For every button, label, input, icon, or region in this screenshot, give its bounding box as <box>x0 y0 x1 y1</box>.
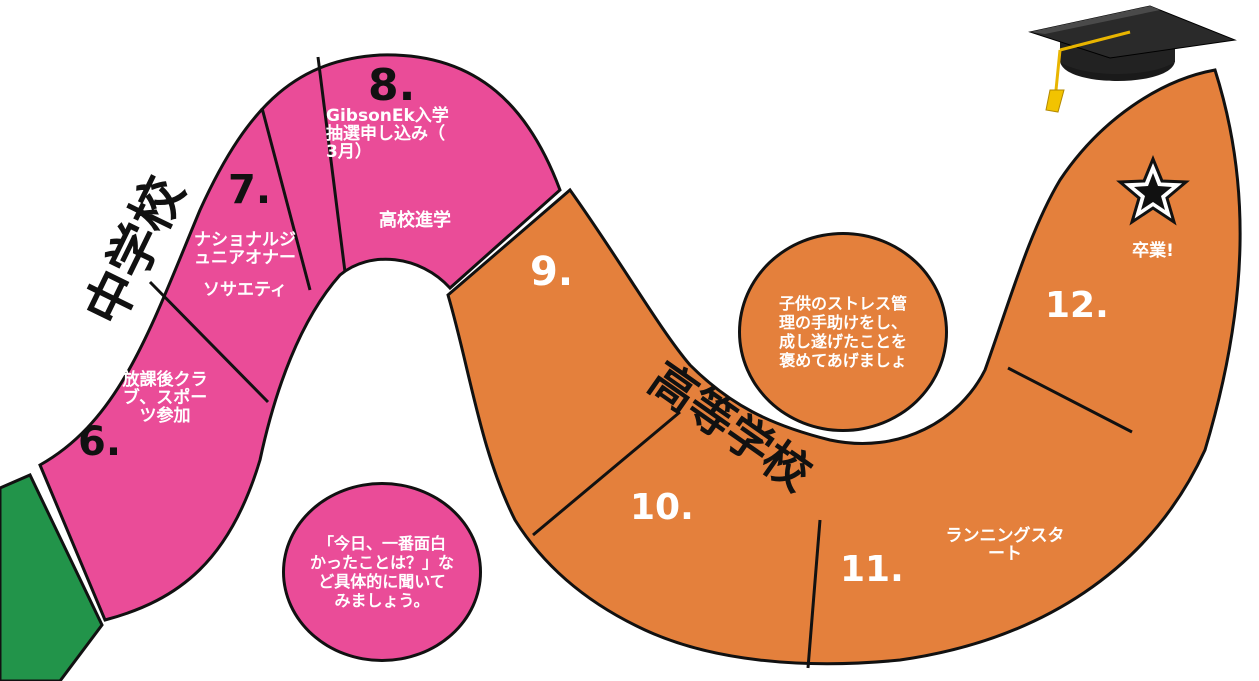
step-12-number: 12. <box>1045 285 1109 326</box>
step-divider <box>148 280 270 404</box>
middle-school-road <box>38 53 562 622</box>
step-9-number: 9. <box>530 249 574 295</box>
step-7-label: ナショナルジュニアオナー ソサエティ <box>194 230 296 300</box>
step-8-sublabel: 高校進学 <box>379 210 451 231</box>
step-divider <box>260 107 312 291</box>
step-divider <box>1007 366 1133 434</box>
start-segment <box>0 473 104 681</box>
graduation-label: 卒業! <box>1132 241 1174 261</box>
step-8-label: GibsonEk入学抽選申し込み（3月） <box>326 106 449 162</box>
star-icon <box>1116 155 1190 226</box>
step-8-number: 8. <box>368 60 416 111</box>
tip-bubble-pink: 「今日、一番面白 かったことは？」な ど具体的に聞いて みましょう。 <box>282 482 482 662</box>
step-11-label: ランニングスタート <box>945 526 1065 564</box>
step-7-number: 7. <box>228 167 272 213</box>
step-divider <box>532 410 681 537</box>
high-school-road <box>446 68 1242 666</box>
step-11-number: 11. <box>840 549 904 590</box>
step-divider <box>806 519 822 669</box>
step-6-label: 放課後クラブ、スポーツ参加 <box>122 370 208 426</box>
step-6-number: 6. <box>78 419 122 465</box>
step-10-number: 10. <box>630 487 694 528</box>
graduation-cap-icon <box>1028 5 1237 113</box>
tip-bubble-orange: 子供のストレス管 理の手助けをし、 成し遂げたことを 褒めてあげましょ <box>738 232 948 432</box>
step-divider <box>316 56 347 273</box>
